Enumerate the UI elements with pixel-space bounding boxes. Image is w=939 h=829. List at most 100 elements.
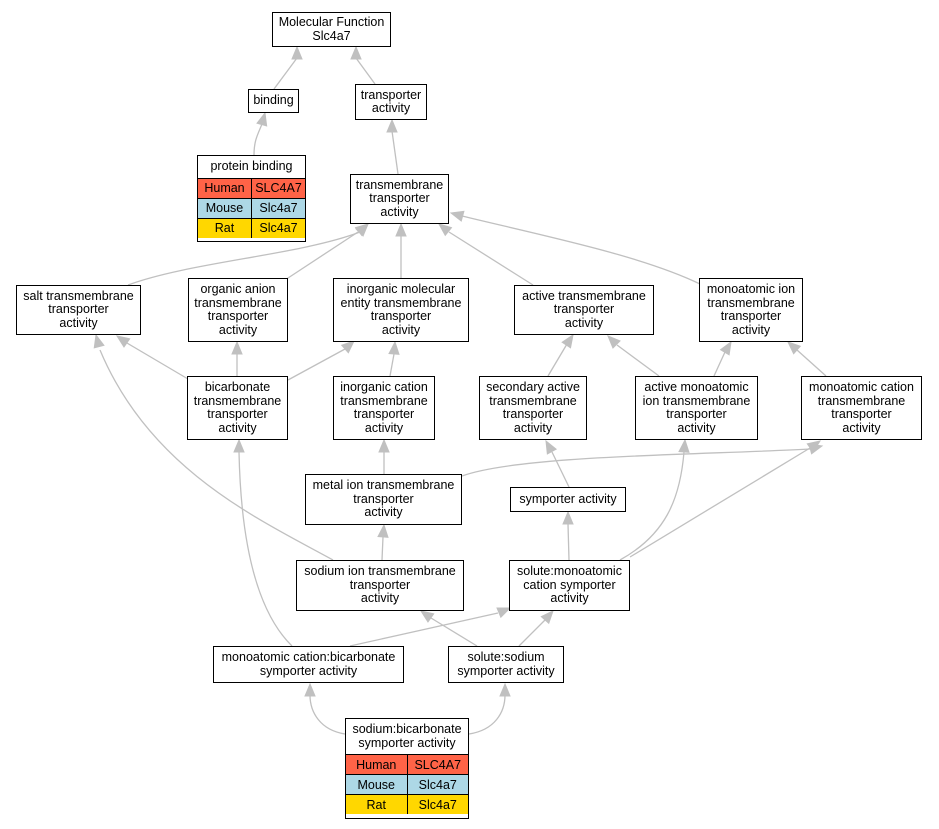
gene-cell: Slc4a7 bbox=[406, 774, 468, 795]
edge-solmono-symporter-arrowhead bbox=[562, 510, 574, 525]
species-cell: Mouse bbox=[198, 197, 252, 218]
edge-cationbicarb-solmono bbox=[349, 607, 512, 647]
node-metal-ion[interactable]: metal ion transmembrane transporter acti… bbox=[305, 474, 462, 525]
edge-binding-mf-line bbox=[273, 57, 298, 90]
edge-metal-inorg-cation-arrowhead bbox=[378, 438, 390, 453]
edge-solmono-symporter bbox=[562, 510, 574, 561]
node-monoatomic-cation[interactable]: monoatomic cation transmembrane transpor… bbox=[801, 376, 922, 440]
edge-solsodium-sodium-arrowhead bbox=[419, 610, 435, 623]
edge-symporter-secondary bbox=[545, 439, 570, 488]
edge-sodbicarb-cationbicarb-arrowhead bbox=[304, 682, 316, 697]
edge-active-tm-tm bbox=[437, 223, 534, 286]
rat-row: Rat Slc4a7 bbox=[198, 217, 305, 238]
node-inorganic-cation[interactable]: inorganic cation transmembrane transport… bbox=[333, 376, 435, 440]
node-active-monoatomic-ion[interactable]: active monoatomic ion transmembrane tran… bbox=[635, 376, 758, 440]
edge-inorganic-mol-tm bbox=[395, 222, 407, 278]
edge-tm-transporter-line bbox=[391, 130, 399, 175]
edge-metal-monoatomic-cation bbox=[461, 443, 824, 477]
edge-secondary-active-tm-line bbox=[547, 343, 568, 377]
edge-solmono-active-monoatomic-arrowhead bbox=[678, 438, 690, 453]
edge-monoatomic-ion-tm-line bbox=[461, 215, 701, 285]
edge-active-monoatomic-ion bbox=[713, 340, 732, 377]
edge-active-monoatomic-ion-line bbox=[713, 351, 726, 377]
edge-cationbicarb-bicarb-arrowhead bbox=[233, 438, 245, 453]
edge-solmono-active-monoatomic bbox=[619, 438, 690, 561]
edge-metal-monoatomic-cation-line bbox=[461, 448, 811, 477]
node-secondary-active[interactable]: secondary active transmembrane transport… bbox=[479, 376, 587, 440]
node-salt-transmembrane[interactable]: salt transmembrane transporter activity bbox=[16, 285, 141, 335]
node-protein-binding-title: protein binding bbox=[210, 159, 293, 173]
node-solute-sodium-symporter[interactable]: solute:sodium symporter activity bbox=[448, 646, 564, 683]
edge-bicarb-inorganic-mol bbox=[287, 340, 355, 381]
edge-cationbicarb-solmono-line bbox=[349, 612, 499, 647]
node-molecular-function[interactable]: Molecular Function Slc4a7 bbox=[272, 12, 391, 47]
edge-cationbicarb-bicarb-line bbox=[238, 451, 293, 647]
human-row: Human SLC4A7 bbox=[346, 754, 468, 775]
edge-transporter-mf bbox=[350, 45, 376, 85]
edge-transporter-mf-arrowhead bbox=[350, 45, 362, 60]
edge-organic-anion-tm-arrowhead bbox=[354, 223, 370, 237]
edge-monoatomic-ion-tm bbox=[449, 210, 701, 285]
edge-bicarb-inorganic-mol-arrowhead bbox=[340, 340, 355, 354]
node-protein-binding[interactable]: protein binding Human SLC4A7 Mouse Slc4a… bbox=[197, 155, 306, 242]
node-sodium-ion-transmembrane[interactable]: sodium ion transmembrane transporter act… bbox=[296, 560, 464, 611]
node-transmembrane-transporter[interactable]: transmembrane transporter activity bbox=[350, 174, 449, 224]
gene-cell: Slc4a7 bbox=[406, 794, 468, 814]
human-row: Human SLC4A7 bbox=[198, 177, 305, 198]
edge-binding-mf bbox=[273, 45, 303, 90]
node-bicarbonate-transmembrane[interactable]: bicarbonate transmembrane transporter ac… bbox=[187, 376, 288, 440]
edge-active-monoatomic-active-tm-arrowhead bbox=[607, 335, 621, 349]
gene-cell: SLC4A7 bbox=[406, 754, 468, 775]
edge-bicarb-salt-line bbox=[126, 342, 189, 380]
edge-bicarb-organic bbox=[231, 340, 243, 376]
node-binding[interactable]: binding bbox=[248, 89, 299, 113]
species-cell: Rat bbox=[198, 217, 252, 238]
edge-protein-binding-binding-arrowhead bbox=[256, 111, 268, 127]
species-cell: Human bbox=[346, 754, 407, 775]
node-transporter-activity[interactable]: transporter activity bbox=[355, 84, 427, 120]
edge-active-monoatomic-active-tm bbox=[607, 335, 660, 377]
edge-inorg-cation-inorganic-mol-arrowhead bbox=[388, 340, 400, 355]
edge-monoatomic-ion-tm-arrowhead bbox=[449, 210, 465, 222]
edge-solmono-monoatomic-cation-line bbox=[629, 447, 811, 558]
gene-cell: Slc4a7 bbox=[251, 197, 305, 218]
edge-sodium-metal bbox=[377, 523, 389, 561]
rat-row: Rat Slc4a7 bbox=[346, 794, 468, 814]
edge-monoatomic-cation-ion bbox=[787, 341, 827, 377]
node-inorganic-molecular-entity[interactable]: inorganic molecular entity transmembrane… bbox=[333, 278, 469, 342]
edge-sodium-metal-line bbox=[381, 536, 384, 561]
edge-metal-inorg-cation bbox=[378, 438, 390, 474]
edge-bicarb-inorganic-mol-line bbox=[287, 348, 346, 381]
edge-inorg-cation-inorganic-mol bbox=[388, 340, 400, 377]
edge-cationbicarb-solmono-arrowhead bbox=[496, 607, 512, 619]
node-solute-monoatomic-cation-symporter[interactable]: solute:monoatomic cation symporter activ… bbox=[509, 560, 630, 611]
edge-protein-binding-binding bbox=[253, 111, 268, 156]
edge-binding-mf-arrowhead bbox=[291, 45, 303, 60]
edge-secondary-active-tm bbox=[547, 333, 574, 377]
species-cell: Rat bbox=[346, 794, 407, 814]
species-gene-table: Human SLC4A7 Mouse Slc4a7 Rat Slc4a7 bbox=[198, 177, 305, 238]
node-active-transmembrane[interactable]: active transmembrane transporter activit… bbox=[514, 285, 654, 335]
edge-symporter-secondary-line bbox=[551, 451, 570, 488]
edge-active-tm-tm-arrowhead bbox=[437, 223, 453, 237]
edge-tm-transporter-arrowhead bbox=[386, 118, 398, 133]
edge-solmono-monoatomic-cation-arrowhead bbox=[806, 440, 822, 453]
node-symporter[interactable]: symporter activity bbox=[510, 487, 626, 512]
node-organic-anion[interactable]: organic anion transmembrane transporter … bbox=[188, 278, 288, 342]
node-monoatomic-ion[interactable]: monoatomic ion transmembrane transporter… bbox=[699, 278, 803, 342]
edge-sodbicarb-solsodium bbox=[468, 682, 511, 735]
edge-bicarb-organic-arrowhead bbox=[231, 340, 243, 355]
edge-tm-transporter bbox=[386, 118, 399, 175]
edge-solsodium-solmono-line bbox=[518, 619, 546, 647]
species-gene-table: Human SLC4A7 Mouse Slc4a7 Rat Slc4a7 bbox=[346, 754, 468, 814]
edge-symporter-secondary-arrowhead bbox=[545, 439, 558, 455]
edge-organic-anion-tm bbox=[284, 223, 370, 281]
node-monoatomic-cation-bicarbonate-symporter[interactable]: monoatomic cation:bicarbonate symporter … bbox=[213, 646, 404, 683]
edge-inorg-cation-inorganic-mol-line bbox=[389, 353, 395, 377]
node-sodium-bicarbonate-symporter[interactable]: sodium:bicarbonate symporter activity Hu… bbox=[345, 718, 469, 819]
edge-solsodium-solmono-arrowhead bbox=[540, 610, 554, 625]
species-cell: Human bbox=[198, 177, 252, 198]
edge-solsodium-sodium bbox=[419, 610, 478, 647]
edge-secondary-active-tm-arrowhead bbox=[561, 333, 574, 349]
